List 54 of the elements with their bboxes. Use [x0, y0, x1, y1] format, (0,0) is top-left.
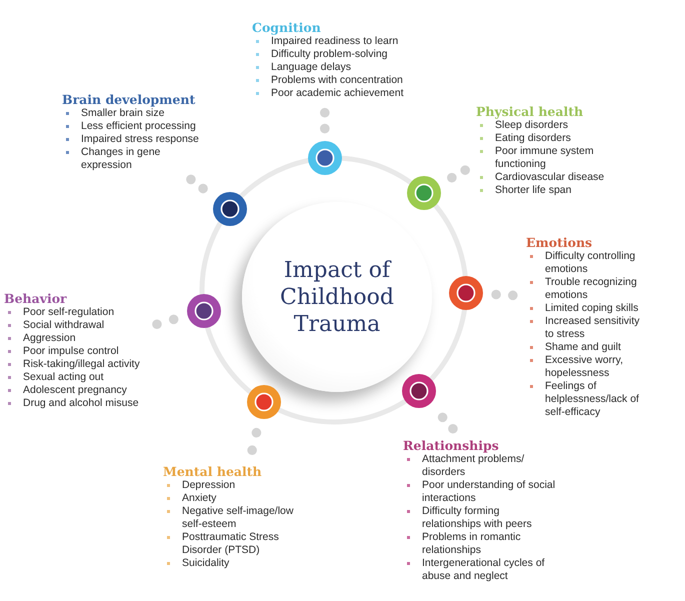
category-heading: Brain development — [62, 92, 196, 107]
category-heading: Cognition — [252, 20, 321, 35]
list-item: Increased sensitivity to stress — [526, 315, 645, 341]
list-item: Difficulty forming relationships with peers — [403, 505, 559, 531]
list-item: Language delays — [252, 61, 351, 74]
list-item: Sexual acting out — [4, 371, 104, 384]
category-heading: Behavior — [4, 291, 67, 306]
list-item: Impaired stress response — [62, 133, 199, 146]
list-item: Eating disorders — [476, 132, 571, 145]
category-heading: Mental health — [163, 464, 262, 479]
list-item: Limited coping skills — [526, 302, 638, 315]
list-item: Intergenerational cycles of abuse and neglect — [403, 557, 559, 583]
list-item: Anxiety — [163, 492, 216, 505]
list-item: Poor understanding of social interactions — [403, 479, 559, 505]
list-item: Feelings of helplessness/lack of self-efficacy — [526, 380, 645, 419]
list-item: Smaller brain size — [62, 107, 164, 120]
list-item: Shame and guilt — [526, 341, 621, 354]
category-circle — [308, 141, 342, 176]
list-item: Impaired readiness to learn — [252, 35, 398, 48]
list-item: Attachment problems/ disorders — [403, 453, 559, 479]
list-item: Sleep disorders — [476, 119, 568, 132]
list-item: Less efficient processing — [62, 120, 196, 133]
category-heading: Relationships — [403, 438, 499, 453]
list-item: Problems with concentration — [252, 74, 403, 87]
list-item: Depression — [163, 479, 236, 492]
list-item: Trouble recognizing emotions — [526, 276, 645, 302]
list-item: Problems in romantic relationships — [403, 531, 559, 557]
list-item: Changes in gene expression — [62, 146, 212, 172]
list-item: Negative self-image/low self-esteem — [163, 505, 307, 531]
list-item: Aggression — [4, 332, 76, 345]
list-item: Suicidality — [163, 557, 230, 570]
list-item: Adolescent pregnancy — [4, 384, 127, 397]
category-heading: Physical health — [476, 104, 584, 119]
list-item: Poor immune system functioning — [476, 145, 624, 171]
list-item: Social withdrawal — [4, 319, 104, 332]
list-item: Poor impulse control — [4, 345, 119, 358]
category-heading: Emotions — [526, 235, 592, 250]
category-circle — [186, 294, 221, 328]
list-item: Difficulty problem-solving — [252, 48, 388, 61]
category-circle — [448, 276, 483, 310]
list-item: Drug and alcohol misuse — [4, 397, 139, 410]
list-item: Excessive worry, hopelessness — [526, 354, 645, 380]
list-item: Posttraumatic Stress Disorder (PTSD) — [163, 531, 307, 557]
list-item: Risk-taking/illegal activity — [4, 358, 140, 371]
category-circle — [407, 176, 442, 210]
list-item: Shorter life span — [476, 184, 572, 197]
category-circle — [212, 192, 247, 226]
list-item: Cardiovascular disease — [476, 171, 604, 184]
category-circle — [402, 374, 436, 408]
title-text: Impact of Childhood Trauma — [279, 256, 395, 338]
category-circle — [247, 384, 282, 419]
list-item: Poor academic achievement — [252, 87, 404, 100]
list-item: Poor self-regulation — [4, 306, 114, 319]
list-item: Difficulty controlling emotions — [526, 250, 645, 276]
